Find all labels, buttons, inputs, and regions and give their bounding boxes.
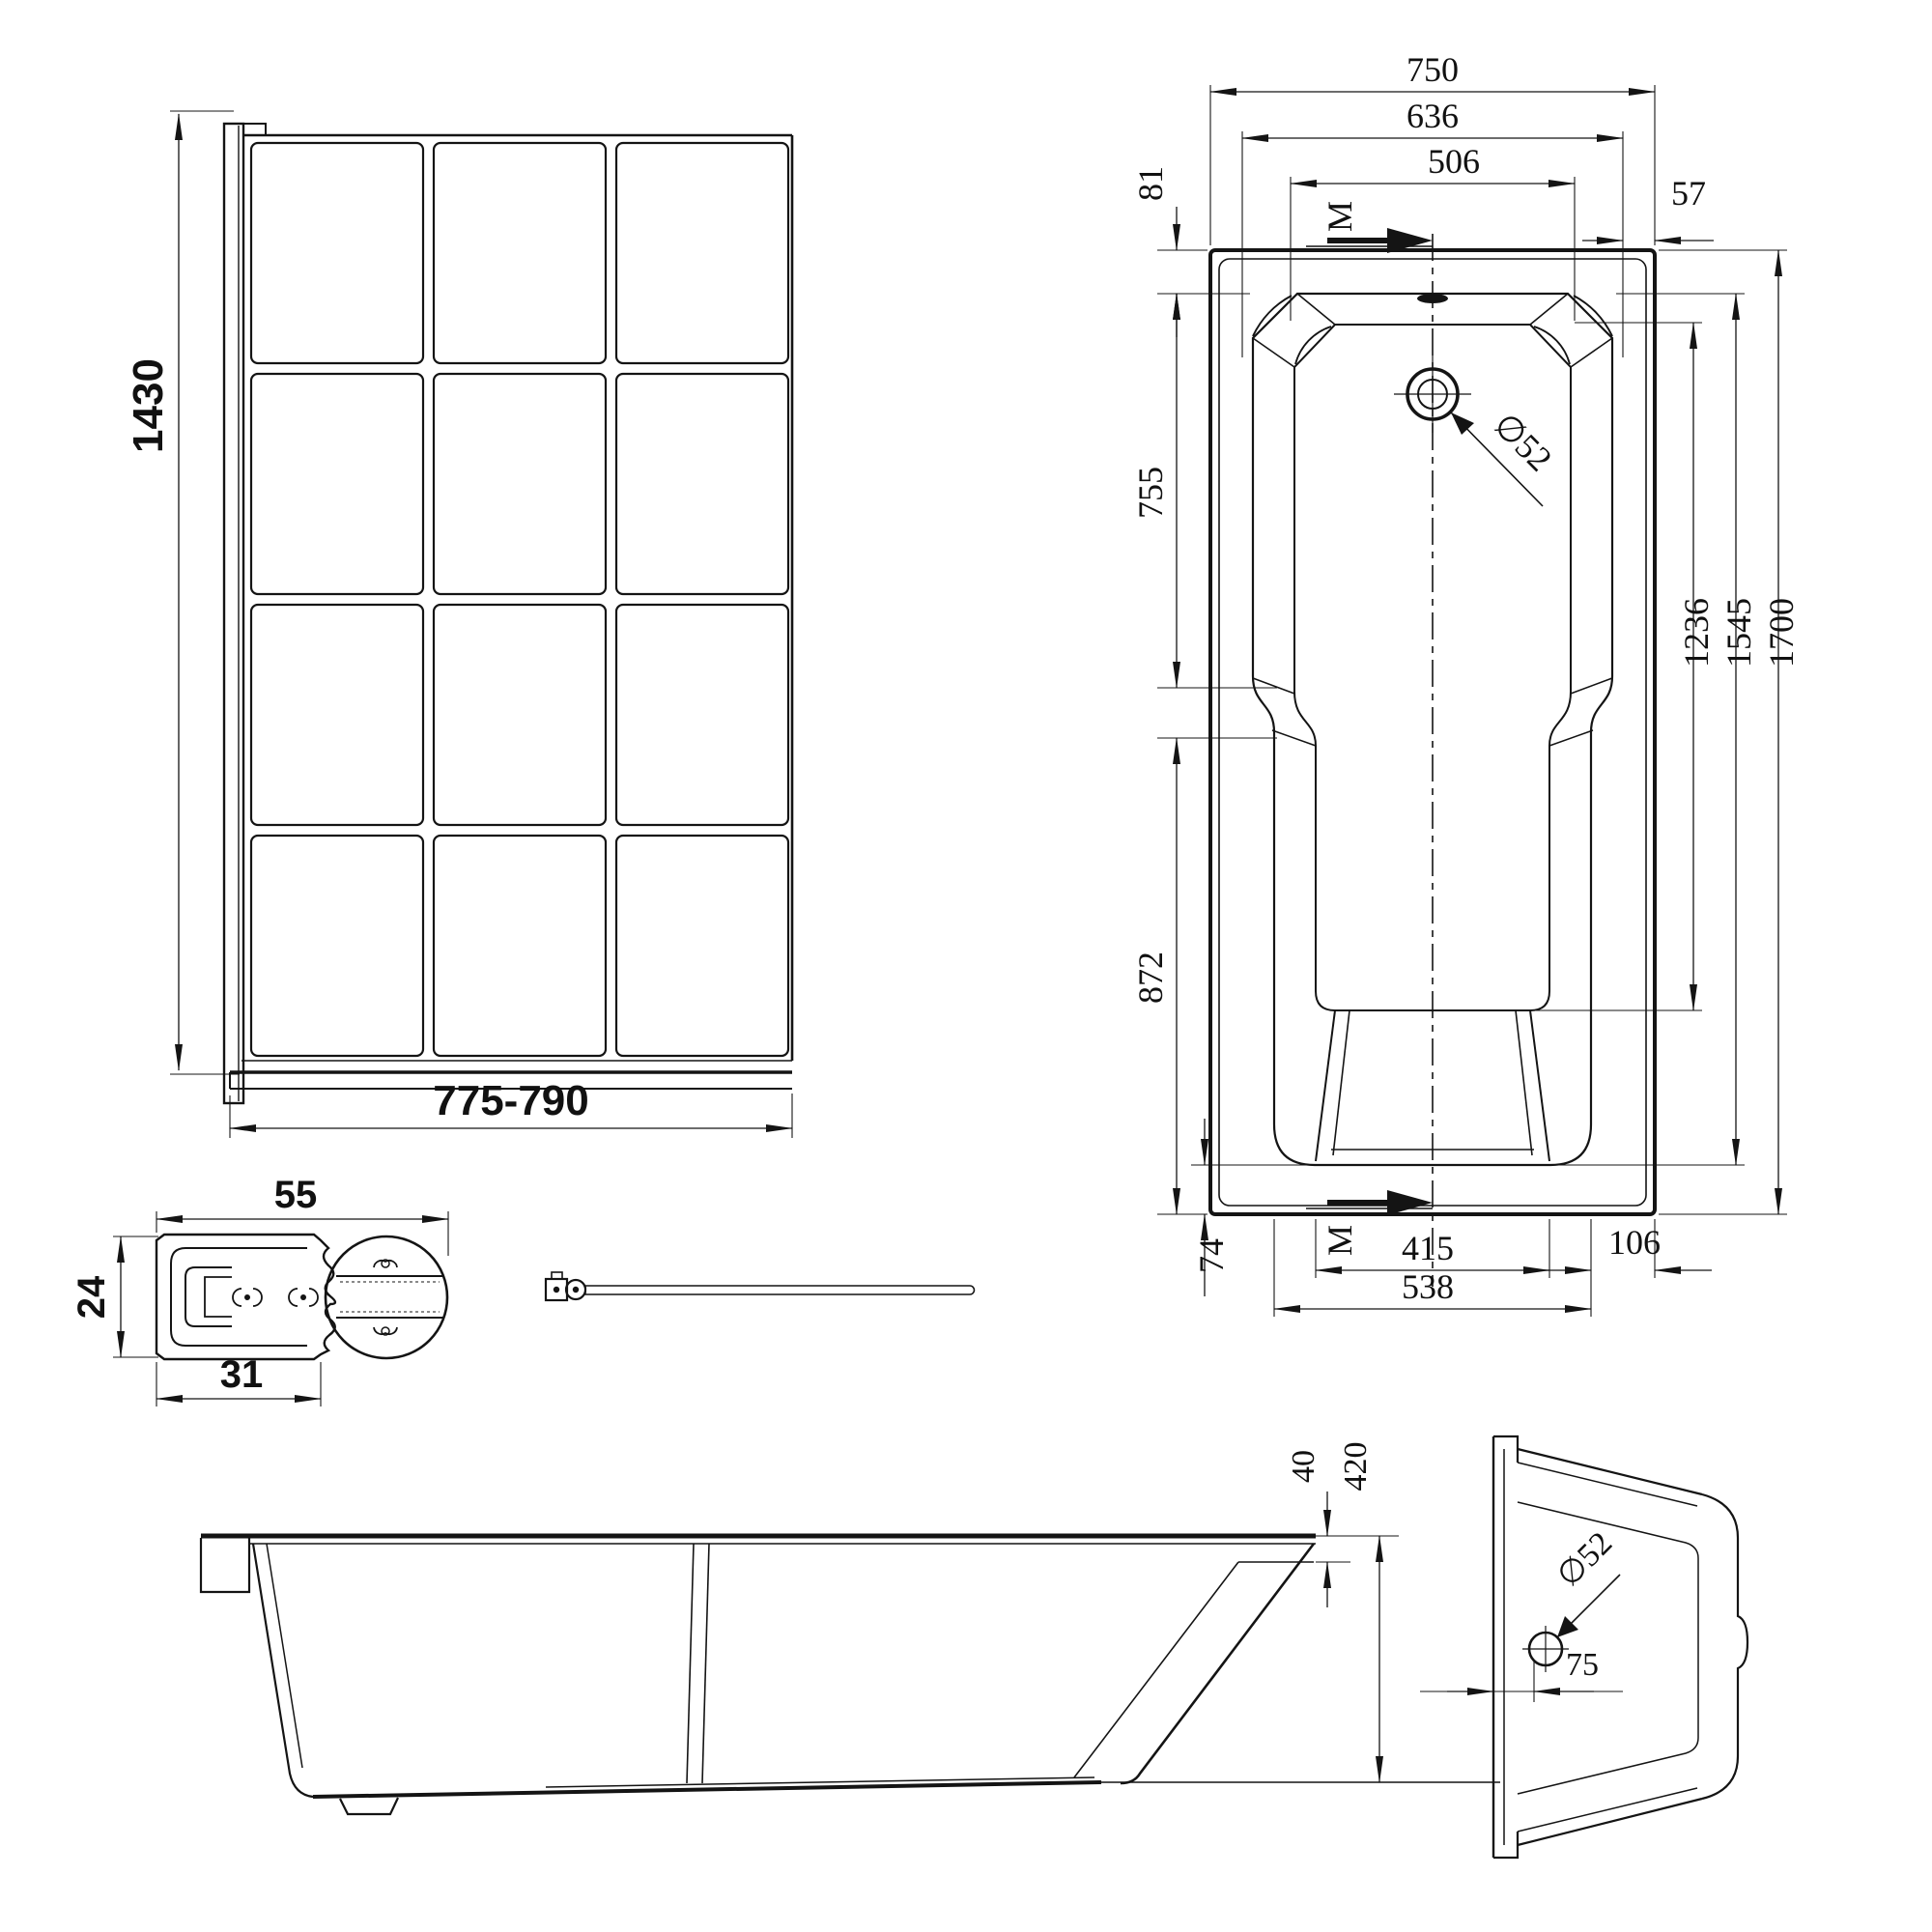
plan-overall-length-label: 1700 — [1762, 598, 1801, 668]
bathtub-end-view: ∅52 75 — [1420, 1435, 1749, 1860]
profile-inner-width-label: 31 — [220, 1353, 264, 1396]
plan-drain-label: ∅52 — [1487, 406, 1560, 479]
bathtub-side-view: 40 420 — [199, 1442, 1500, 1816]
end-drain-offset-label: 75 — [1566, 1647, 1599, 1683]
plan-basin-width-label: 506 — [1428, 142, 1480, 181]
side-rim-height-label: 40 — [1286, 1450, 1321, 1483]
plan-floor-width-label: 415 — [1402, 1229, 1454, 1267]
section-marker-top: M — [1306, 201, 1433, 253]
drain-symbol-icon — [1394, 355, 1544, 507]
screen-width-label: 775-790 — [433, 1077, 588, 1124]
profile-height-label: 24 — [71, 1275, 113, 1319]
plan-basin-length-label: 1545 — [1719, 598, 1758, 668]
plan-lower-length-label: 872 — [1131, 952, 1170, 1004]
plan-overall-width-label: 750 — [1406, 50, 1459, 89]
plan-basin-width-bottom-label: 538 — [1402, 1267, 1454, 1306]
plan-right-offset-label: 57 — [1671, 174, 1706, 213]
profile-width-label: 55 — [274, 1174, 318, 1216]
section-marker-bottom: M — [1306, 1190, 1433, 1256]
shower-screen-front-view: 1430 775-790 — [125, 110, 794, 1138]
section-letter-top: M — [1321, 201, 1359, 232]
bathtub-plan-view: ∅52 M M 750 636 506 81 — [1131, 50, 1801, 1317]
plan-inner-width-label: 636 — [1406, 97, 1459, 135]
plan-right-offset-bottom-label: 106 — [1608, 1223, 1661, 1262]
side-overall-height-label: 420 — [1338, 1442, 1374, 1492]
screen-grid-panes — [249, 141, 790, 1058]
plan-floor-length-label: 1236 — [1677, 598, 1716, 668]
section-letter-bottom: M — [1321, 1225, 1359, 1256]
plan-rim-offset-top-label: 81 — [1131, 166, 1170, 201]
end-drain-label: ∅52 — [1550, 1525, 1619, 1594]
frame-profile-section: 55 24 31 — [71, 1174, 449, 1406]
end-drain-symbol-icon — [1522, 1574, 1621, 1672]
plan-rim-offset-bottom-label: 74 — [1192, 1238, 1231, 1273]
support-bar — [544, 1271, 976, 1302]
plan-upper-length-label: 755 — [1131, 467, 1170, 519]
screen-height-label: 1430 — [125, 358, 172, 453]
